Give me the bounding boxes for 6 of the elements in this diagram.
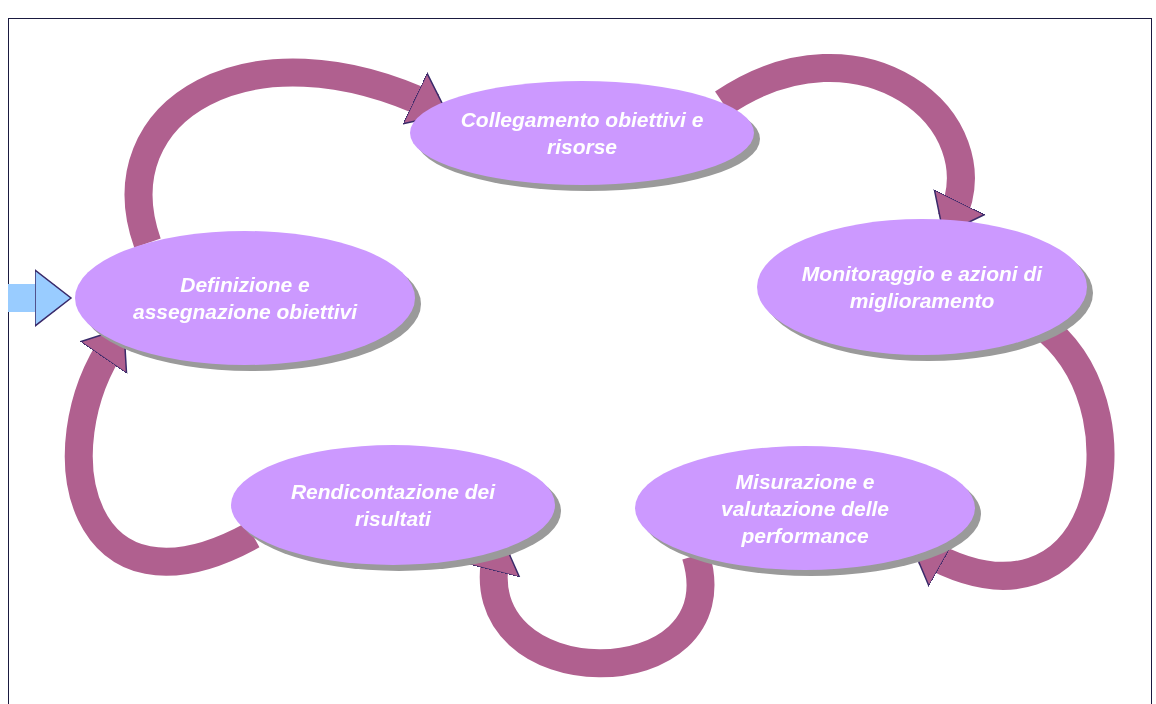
node-label: Rendicontazione dei risultati bbox=[289, 479, 497, 532]
node-label: Collegamento obiettivi e risorse bbox=[459, 107, 705, 160]
node-label: Misurazione e valutazione delle performance bbox=[719, 468, 891, 549]
node-label: Definizione e assegnazione obiettivi bbox=[131, 272, 359, 325]
curved-arrow bbox=[8, 269, 72, 327]
node-label: Monitoraggio e azioni di miglioramento bbox=[800, 261, 1044, 314]
